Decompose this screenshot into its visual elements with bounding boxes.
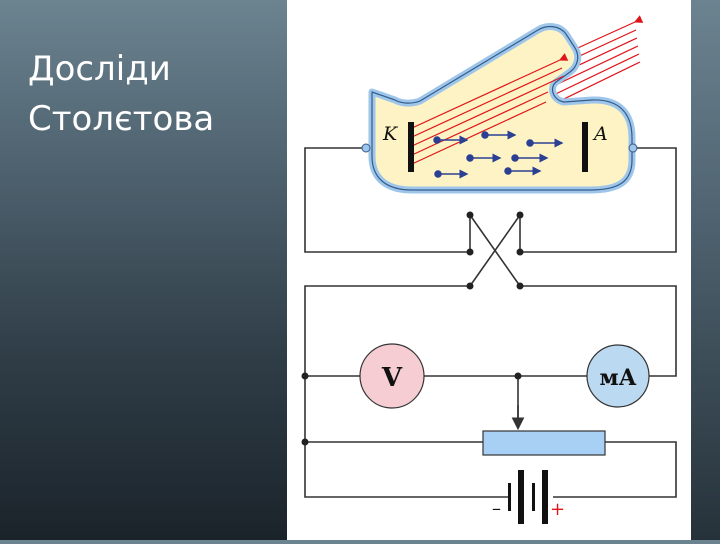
battery-plus-sign: +: [550, 499, 565, 520]
title-line-2: Столєтова: [28, 99, 215, 139]
anode-plate: [582, 122, 588, 172]
anode-label: A: [592, 123, 608, 145]
slide-title: Досліди Столєтова: [28, 44, 278, 144]
tube-terminal-left: [361, 143, 371, 153]
title-line-1: Досліди: [28, 49, 171, 89]
circuit-wires: [304, 147, 677, 498]
switch-contact: [466, 248, 474, 256]
milliammeter: мА: [586, 344, 650, 408]
switch-contact: [466, 211, 474, 219]
background-strip: [691, 0, 720, 540]
battery-minus-sign: –: [492, 498, 501, 519]
switch-contact: [466, 282, 474, 290]
junction: [301, 372, 309, 380]
stoletov-circuit-diagram: K A V мА –: [301, 15, 677, 524]
switch-contact: [516, 248, 524, 256]
switch-contact: [516, 211, 524, 219]
cathode-label: K: [382, 123, 399, 145]
rheostat: [482, 430, 606, 456]
light-rays-in-tube: [411, 53, 569, 165]
electrons: [433, 130, 564, 179]
battery: [508, 470, 548, 524]
vacuum-tube: [361, 23, 638, 194]
junction-dots: [301, 211, 524, 446]
voltmeter: V: [359, 343, 425, 409]
voltmeter-label: V: [381, 363, 403, 393]
tube-terminal-right: [628, 143, 638, 153]
junction: [301, 438, 309, 446]
circuit-figure: K A V мА –: [287, 0, 691, 540]
switch-contact: [516, 282, 524, 290]
junction: [514, 372, 522, 380]
cathode-plate: [408, 122, 414, 172]
milliammeter-label: мА: [599, 365, 636, 391]
